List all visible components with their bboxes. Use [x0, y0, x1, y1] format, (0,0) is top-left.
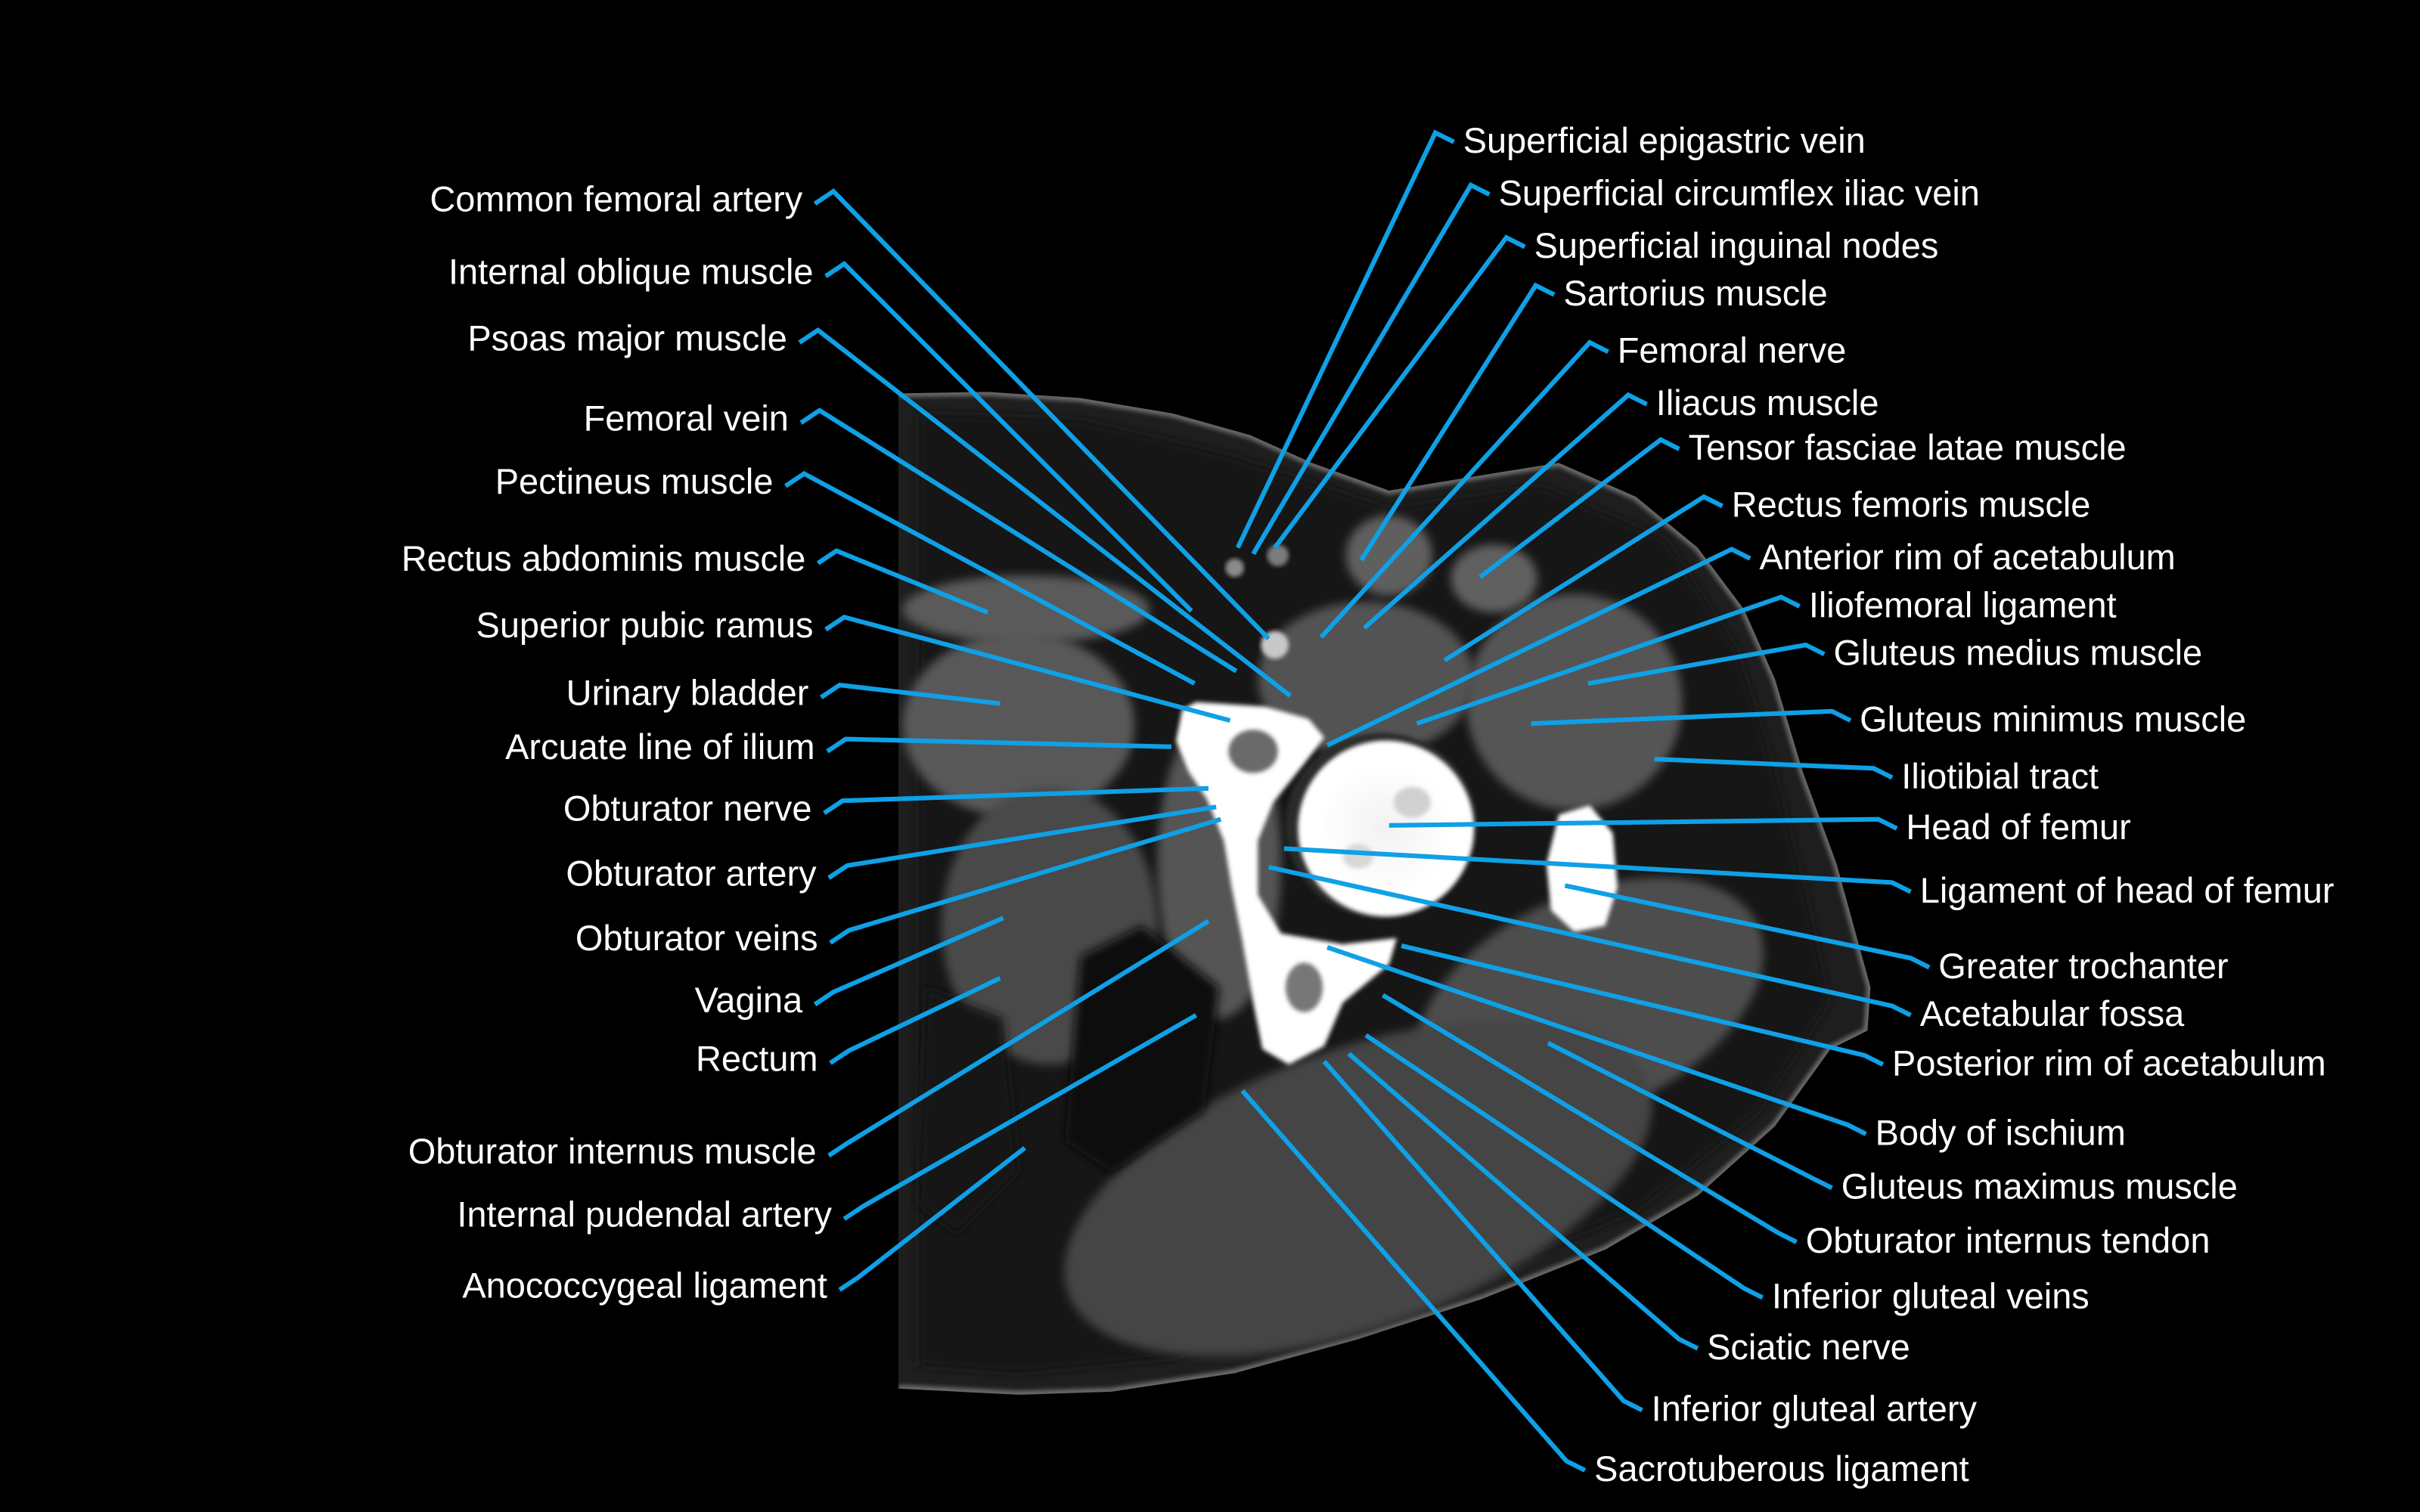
label-sartorius-muscle: Sartorius muscle — [1563, 274, 1827, 313]
label-gluteus-minimus-muscle: Gluteus minimus muscle — [1860, 699, 2246, 739]
leader-line-inferior-gluteal-artery — [1322, 1060, 1643, 1413]
leader-line-common-femoral-artery — [813, 188, 1270, 641]
leader-line-obturator-artery — [827, 804, 1217, 880]
label-obturator-artery: Obturator artery — [566, 854, 817, 893]
label-pectineus-muscle: Pectineus muscle — [495, 462, 774, 501]
leader-line-vagina — [813, 916, 1004, 1007]
label-gluteus-maximus-muscle: Gluteus maximus muscle — [1841, 1167, 2238, 1207]
label-head-of-femur: Head of femur — [1906, 807, 2130, 847]
leader-line-internal-oblique-muscle — [824, 261, 1193, 613]
label-superior-pubic-ramus: Superior pubic ramus — [476, 606, 814, 645]
label-sciatic-nerve: Sciatic nerve — [1707, 1328, 1910, 1367]
leader-line-femoral-nerve — [1319, 339, 1609, 639]
leader-line-superficial-circumflex-iliac-vein — [1251, 181, 1491, 556]
label-rectum: Rectum — [696, 1039, 818, 1078]
leader-line-iliacus-muscle — [1363, 392, 1648, 630]
leader-line-gluteus-maximus-muscle — [1547, 1040, 1833, 1191]
right-leader-lines — [1235, 129, 1931, 1473]
leader-line-obturator-nerve — [823, 785, 1209, 816]
leader-line-inferior-gluteal-veins — [1364, 1033, 1764, 1300]
leader-line-obturator-veins — [829, 816, 1222, 945]
label-obturator-internus-tendon: Obturator internus tendon — [1806, 1221, 2211, 1260]
leader-line-obturator-internus-muscle — [827, 919, 1210, 1158]
label-femoral-nerve: Femoral nerve — [1618, 331, 1847, 370]
leader-line-anococcygeal-ligament — [838, 1145, 1026, 1292]
label-femoral-vein: Femoral vein — [584, 398, 789, 438]
leader-line-head-of-femur — [1388, 816, 1898, 831]
leader-line-anterior-rim-of-acetabulum — [1326, 547, 1751, 748]
label-vagina: Vagina — [695, 981, 804, 1020]
leader-line-tensor-fasciae-latae-muscle — [1478, 437, 1680, 579]
label-anterior-rim-of-acetabulum: Anterior rim of acetabulum — [1760, 538, 2176, 577]
label-acetabular-fossa: Acetabular fossa — [1920, 994, 2185, 1033]
leader-line-gluteus-medius-muscle — [1587, 642, 1826, 686]
leader-line-body-of-ischium — [1326, 945, 1867, 1136]
label-psoas-major-muscle: Psoas major muscle — [467, 318, 786, 358]
leader-line-superior-pubic-ramus — [824, 615, 1231, 723]
leader-line-sacrotuberous-ligament — [1240, 1089, 1587, 1473]
leader-line-iliofemoral-ligament — [1416, 594, 1801, 727]
label-posterior-rim-of-acetabulum: Posterior rim of acetabulum — [1892, 1043, 2326, 1083]
leader-line-rectum — [829, 976, 1001, 1065]
leader-line-acetabular-fossa — [1267, 864, 1912, 1018]
label-common-femoral-artery: Common femoral artery — [430, 180, 802, 219]
label-internal-pudendal-artery: Internal pudendal artery — [457, 1194, 832, 1234]
leader-line-ligament-of-head-of-femur — [1283, 846, 1912, 894]
leader-line-superficial-epigastric-vein — [1235, 129, 1455, 549]
leader-line-internal-pudendal-artery — [842, 1013, 1198, 1221]
label-arcuate-line-of-ilium: Arcuate line of ilium — [505, 727, 814, 767]
label-superficial-inguinal-nodes: Superficial inguinal nodes — [1534, 226, 1939, 265]
label-rectus-abdominis-muscle: Rectus abdominis muscle — [402, 539, 806, 578]
leader-line-arcuate-line-of-ilium — [826, 736, 1172, 754]
leader-line-obturator-internus-tendon — [1381, 993, 1798, 1244]
label-gluteus-medius-muscle: Gluteus medius muscle — [1833, 634, 2202, 673]
label-iliofemoral-ligament: Iliofemoral ligament — [1809, 585, 2117, 624]
leader-line-sartorius-muscle — [1359, 282, 1556, 562]
leader-line-posterior-rim-of-acetabulum — [1401, 943, 1885, 1067]
ct-scan-image — [898, 392, 1871, 1395]
leader-line-rectus-abdominis-muscle — [816, 548, 989, 615]
leader-line-sciatic-nerve — [1347, 1052, 1699, 1351]
label-iliotibial-tract: Iliotibial tract — [1901, 757, 2099, 796]
label-sacrotuberous-ligament: Sacrotuberous ligament — [1594, 1449, 1969, 1489]
label-obturator-nerve: Obturator nerve — [563, 789, 812, 829]
label-ligament-of-head-of-femur: Ligament of head of femur — [1920, 871, 2335, 910]
leader-line-femoral-vein — [799, 407, 1238, 674]
leader-line-iliotibial-tract — [1654, 757, 1894, 780]
label-greater-trochanter: Greater trochanter — [1938, 947, 2228, 986]
label-iliacus-muscle: Iliacus muscle — [1656, 383, 1879, 423]
left-leader-lines — [784, 188, 1292, 1292]
label-superficial-circumflex-iliac-vein: Superficial circumflex iliac vein — [1499, 173, 1980, 212]
leader-line-urinary-bladder — [820, 682, 1001, 706]
leader-line-pectineus-muscle — [784, 470, 1196, 686]
label-urinary-bladder: Urinary bladder — [566, 674, 809, 713]
label-obturator-internus-muscle: Obturator internus muscle — [408, 1132, 817, 1171]
leader-line-rectus-femoris-muscle — [1443, 494, 1723, 663]
label-body-of-ischium: Body of ischium — [1876, 1113, 2126, 1152]
label-inferior-gluteal-artery: Inferior gluteal artery — [1652, 1390, 1978, 1429]
leader-line-gluteus-minimus-muscle — [1531, 708, 1852, 727]
label-superficial-epigastric-vein: Superficial epigastric vein — [1463, 121, 1866, 160]
label-internal-oblique-muscle: Internal oblique muscle — [448, 253, 814, 292]
label-anococcygeal-ligament: Anococcygeal ligament — [462, 1266, 827, 1305]
label-obturator-veins: Obturator veins — [576, 919, 818, 958]
label-rectus-femoris-muscle: Rectus femoris muscle — [1732, 485, 2091, 525]
leader-line-superficial-inguinal-nodes — [1273, 234, 1526, 550]
label-tensor-fasciae-latae-muscle: Tensor fasciae latae muscle — [1689, 428, 2127, 467]
label-inferior-gluteal-veins: Inferior gluteal veins — [1772, 1277, 2090, 1316]
leader-line-psoas-major-muscle — [798, 327, 1292, 698]
leader-line-greater-trochanter — [1564, 883, 1931, 970]
